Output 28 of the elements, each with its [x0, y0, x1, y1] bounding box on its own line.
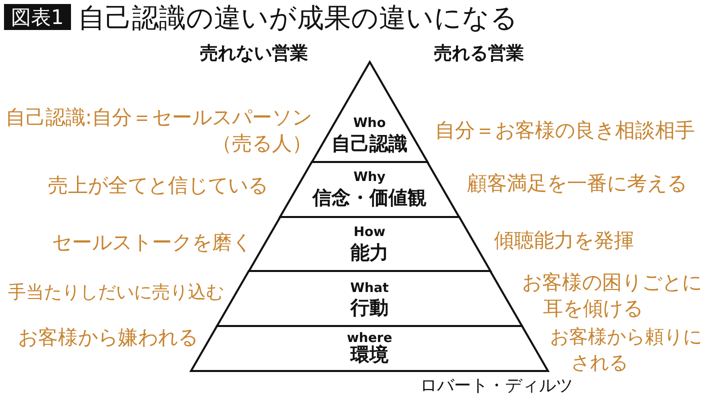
- annotation-text: 売上が全てと信じている: [48, 173, 268, 197]
- source-credit: ロバート・ディルツ: [420, 376, 573, 396]
- tier-question: Who: [353, 116, 386, 130]
- annotation-text: 手当たりしだいに売り込む: [8, 281, 224, 305]
- annotation-text: お客様から頼りにされる: [550, 325, 703, 376]
- annotation-text: 顧客満足を一番に考える: [467, 171, 687, 195]
- tier-title: 能力: [350, 242, 388, 264]
- column-heading: 売れない営業: [200, 43, 308, 65]
- annotation-text: 自己認識:自分＝セールスパーソン（売る人）: [4, 104, 312, 156]
- title: 自己認識の違いが成果の違いになる: [78, 3, 518, 34]
- figure-number-badge: 図表1: [4, 4, 71, 30]
- tier-question: Why: [353, 170, 386, 184]
- annotation-text: 自分＝お客様の良き相談相手: [435, 118, 695, 142]
- column-heading: 売れる営業: [434, 43, 524, 65]
- tier-title: 信念・価値観: [312, 187, 426, 209]
- annotation-text: お客様の困りごとに耳を傾ける: [522, 269, 703, 321]
- annotation-text: セールストークを磨く: [52, 230, 252, 254]
- tier-question: How: [354, 224, 386, 240]
- tier-question: What: [350, 280, 389, 296]
- pyramid-tier: [278, 161, 460, 218]
- annotation-text: お客様から嫌われる: [18, 325, 198, 349]
- tier-title: 行動: [350, 297, 388, 319]
- tier-question: where: [346, 330, 392, 346]
- pyramid-tier: [248, 216, 492, 272]
- pyramid-tier: [310, 61, 428, 163]
- annotation-text: 傾聴能力を発揮: [494, 228, 634, 252]
- tier-title: 自己認識: [331, 133, 408, 155]
- tier-title: 環境: [350, 344, 388, 366]
